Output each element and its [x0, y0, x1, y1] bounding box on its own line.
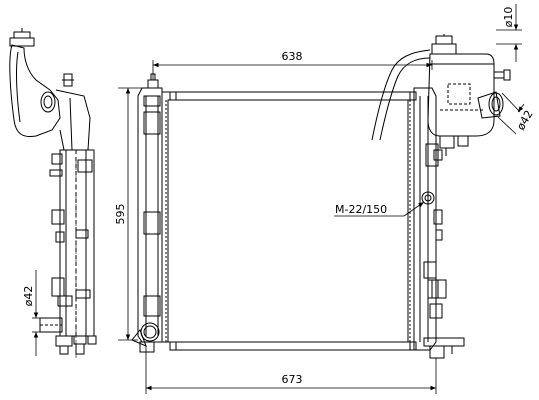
- height-label: 595: [114, 204, 127, 225]
- right-pipe-diameter-label: ø42: [514, 108, 536, 132]
- cap-diameter-dimension: [496, 4, 522, 62]
- height-dimension: [118, 87, 146, 341]
- left-side-view: [9, 28, 97, 360]
- left-pipe-dimension: [32, 270, 42, 356]
- left-pipe-diameter-label: ø42: [22, 286, 35, 307]
- radiator-front-view: [131, 73, 417, 353]
- expansion-bottle: [427, 32, 511, 156]
- top-width-label: 638: [282, 50, 303, 63]
- overflow-hose: [371, 49, 431, 141]
- thread-label: M-22/150: [335, 203, 387, 216]
- right-pipe-dimension: [497, 92, 525, 135]
- bottom-width-dimension: [145, 346, 437, 394]
- thread-leader: [334, 201, 425, 217]
- top-width-dimension: [152, 60, 433, 80]
- cap-diameter-label: ø10: [502, 7, 515, 28]
- right-tank: [413, 87, 465, 359]
- bottom-width-label: 673: [282, 373, 303, 386]
